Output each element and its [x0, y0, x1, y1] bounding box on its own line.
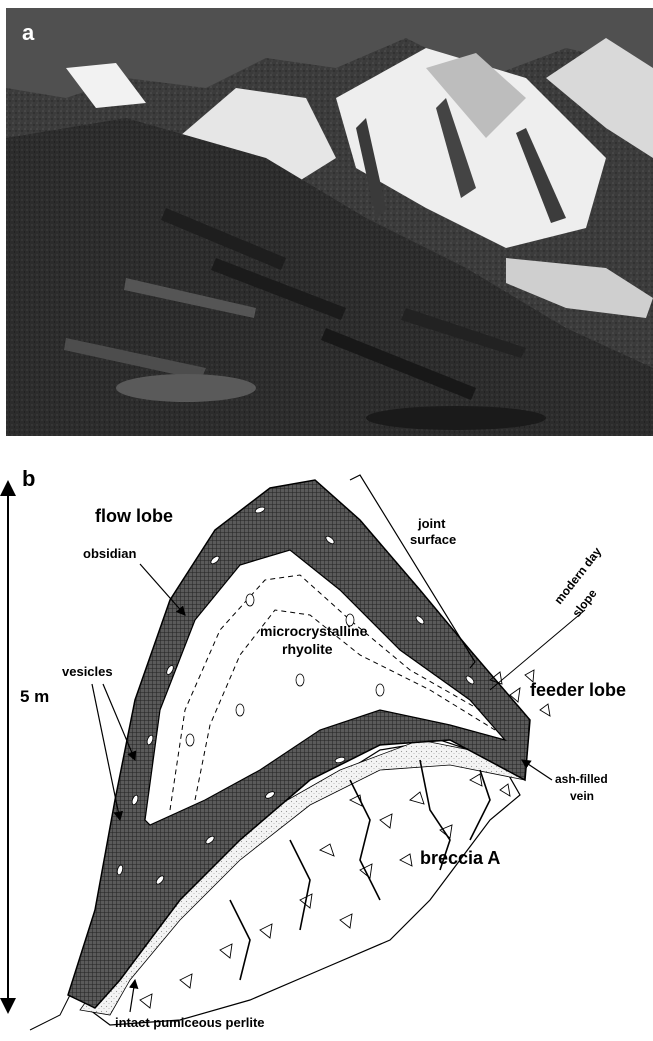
label-microcrystalline: microcrystalline — [260, 623, 368, 639]
flow-lobe-diagram: b 5 m — [0, 440, 653, 1036]
mountain-photo-image: a — [6, 8, 653, 436]
label-intact-perlite: intact pumiceous perlite — [115, 1015, 265, 1030]
label-ash-filled: ash-filled — [555, 772, 608, 786]
diagram-panel-b: b 5 m — [0, 440, 653, 1036]
label-vesicles: vesicles — [62, 664, 113, 679]
label-breccia-a: breccia A — [420, 848, 500, 868]
label-obsidian: obsidian — [83, 546, 137, 561]
panel-a-label: a — [22, 20, 35, 45]
base-slope-line — [30, 995, 70, 1030]
label-feeder-lobe: feeder lobe — [530, 680, 626, 700]
label-joint-surface-1: joint — [417, 516, 446, 531]
label-vein: vein — [570, 789, 594, 803]
photo-panel-a: a — [6, 8, 653, 436]
label-rhyolite: rhyolite — [282, 641, 333, 657]
modern-slope-line — [490, 610, 585, 690]
panel-b-label: b — [22, 466, 35, 491]
scale-label: 5 m — [20, 687, 49, 706]
label-flow-lobe: flow lobe — [95, 506, 173, 526]
label-joint-surface-2: surface — [410, 532, 456, 547]
